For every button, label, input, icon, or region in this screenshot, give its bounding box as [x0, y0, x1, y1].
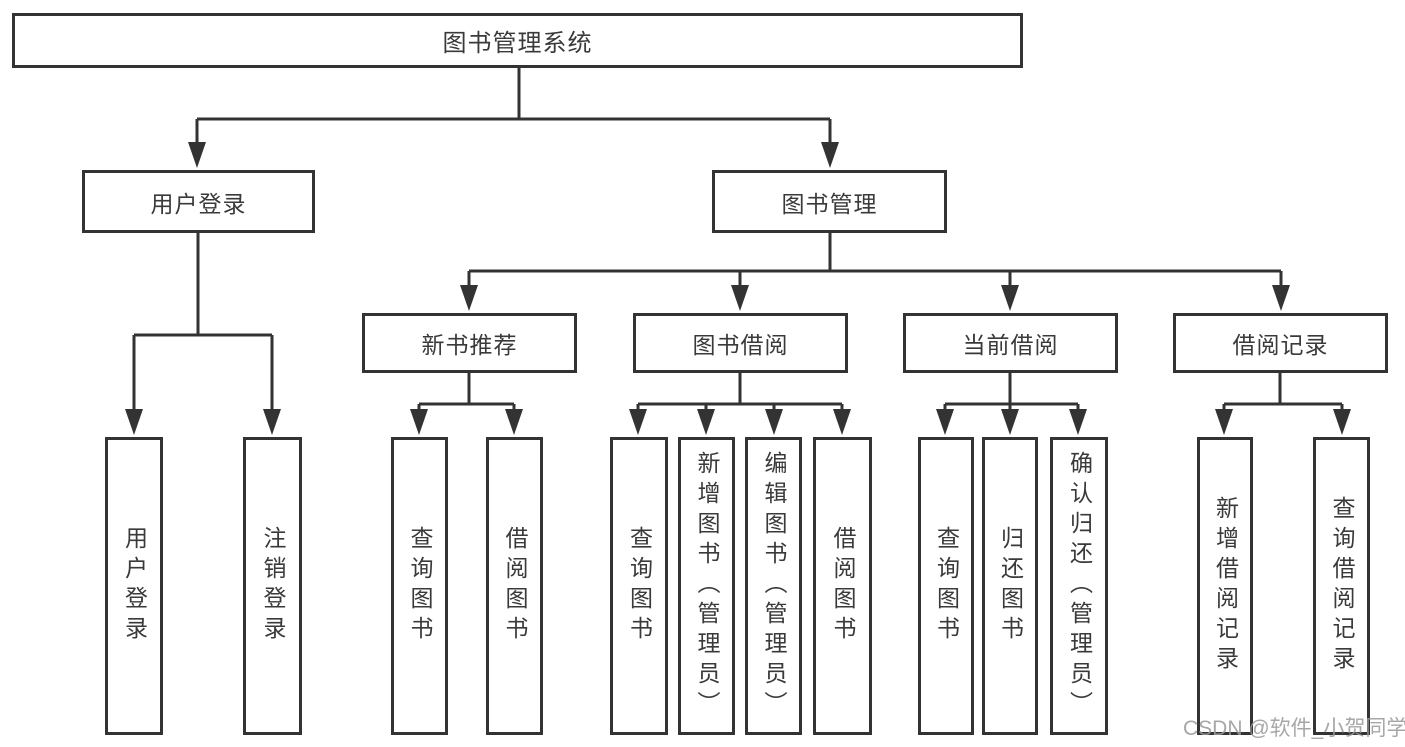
node-book-borrowing: 图书借阅 — [633, 313, 848, 373]
connector-root — [195, 68, 832, 144]
node-query-books-current: 查询图书 — [918, 437, 974, 735]
node-edit-books-admin: 编辑图书（管理员） — [745, 437, 802, 735]
node-user-login: 用户登录 — [82, 170, 315, 233]
connector-borrowing — [636, 373, 844, 411]
connector-new-book — [417, 373, 516, 411]
node-login: 用户登录 — [105, 437, 163, 735]
node-book-management: 图书管理 — [712, 170, 947, 233]
connector-current — [943, 373, 1080, 411]
node-return-books: 归还图书 — [982, 437, 1038, 735]
connector-records — [1222, 373, 1344, 411]
node-logout: 注销登录 — [243, 437, 302, 735]
node-library-system: 图书管理系统 — [12, 13, 1023, 68]
node-query-books-borrowing: 查询图书 — [610, 437, 668, 735]
connector-book-management — [467, 233, 1283, 287]
node-confirm-return-admin: 确认归还（管理员） — [1050, 437, 1108, 735]
node-query-books-recommend: 查询图书 — [391, 437, 448, 735]
node-new-book-recommend: 新书推荐 — [362, 313, 577, 373]
node-borrow-books-borrowing: 借阅图书 — [813, 437, 872, 735]
node-current-borrowing: 当前借阅 — [903, 313, 1118, 373]
csdn-watermark: CSDN @软件_小贺同学 — [1183, 717, 1405, 740]
node-borrowing-records: 借阅记录 — [1173, 313, 1388, 373]
node-query-borrow-record: 查询借阅记录 — [1313, 437, 1370, 735]
node-add-borrow-record: 新增借阅记录 — [1197, 437, 1253, 735]
connector-user-login — [132, 233, 274, 411]
node-borrow-books-recommend: 借阅图书 — [486, 437, 543, 735]
node-add-books-admin: 新增图书（管理员） — [678, 437, 735, 735]
